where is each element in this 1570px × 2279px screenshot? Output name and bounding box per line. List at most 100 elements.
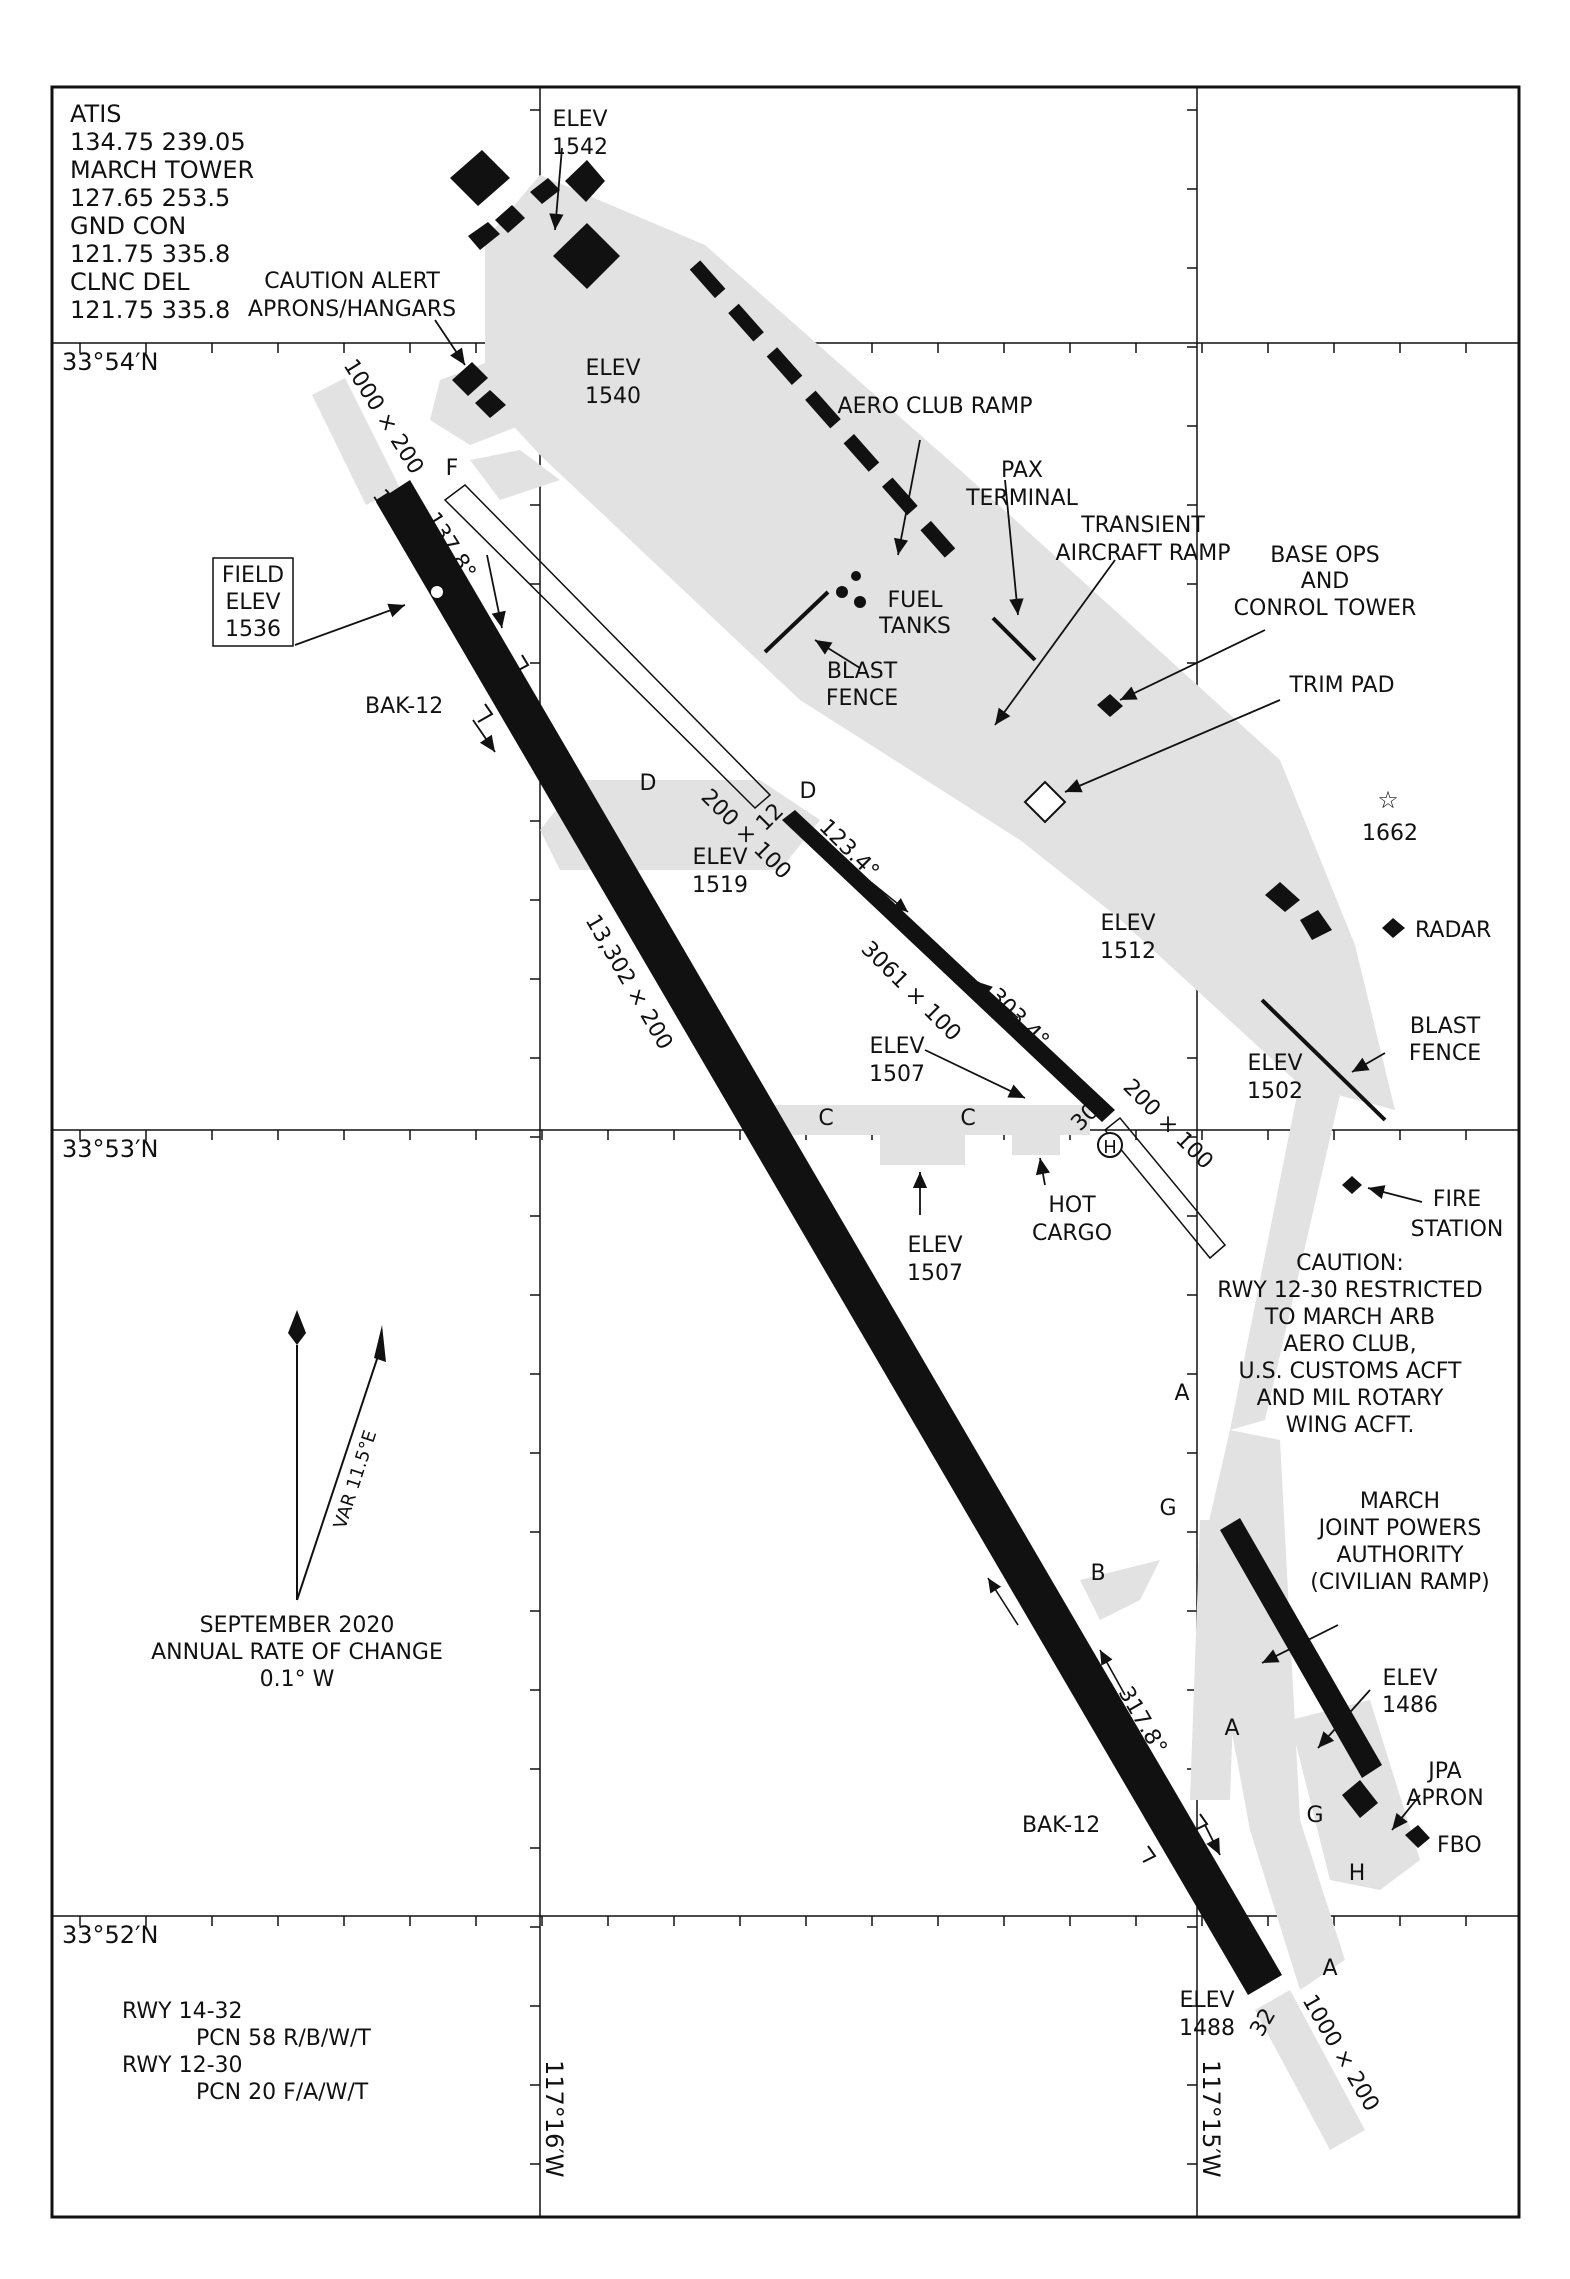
jpa-apron-bldg <box>1342 1780 1378 1818</box>
helipad-label: H <box>1103 1137 1117 1158</box>
elev-1512-l2: 1512 <box>1100 939 1156 964</box>
fuel-tank-2 <box>854 596 866 608</box>
blast-fence-2 <box>1260 998 1387 1122</box>
bak12-nw-label: BAK-12 <box>365 694 443 719</box>
overrun-nw <box>312 378 400 505</box>
runway-14-32 <box>376 480 1282 1995</box>
clnc-freq: 121.75 335.8 <box>70 296 230 324</box>
taxiway-A-1: A <box>1174 1381 1189 1406</box>
blast-fence-2-l2: FENCE <box>1409 1041 1481 1066</box>
pax-terminal-line <box>991 616 1037 662</box>
clnc-label: CLNC DEL <box>70 268 190 296</box>
atis-freq: 134.75 239.05 <box>70 128 246 156</box>
caution-l2: RWY 12-30 RESTRICTED <box>1217 1278 1483 1303</box>
hangar-1 <box>450 150 510 206</box>
leader-arrows <box>294 147 1423 1856</box>
taxiway-b-pavement <box>1080 1560 1160 1620</box>
field-elev-l2: ELEV <box>225 590 280 615</box>
elev-1540-l1: ELEV <box>585 356 640 381</box>
rwy12-overruns <box>443 484 1227 1260</box>
caution-l6: AND MIL ROTARY <box>1257 1386 1444 1411</box>
jpa-civilian-ramp <box>1220 1518 1382 1778</box>
transient-ramp-l1: TRANSIENT <box>1080 513 1205 538</box>
elev-1502-l2: 1502 <box>1247 1079 1303 1104</box>
lat-54: 33°54′N <box>62 348 158 376</box>
jpa-l2: JOINT POWERS <box>1317 1516 1482 1541</box>
overrun-se <box>1255 1990 1365 2150</box>
fire-station-icon <box>1342 1176 1362 1194</box>
radar-icon <box>1382 918 1405 938</box>
base-ops-l3: CONROL TOWER <box>1234 596 1417 621</box>
helipad <box>1097 1132 1123 1158</box>
taxiway-G-2: G <box>1306 1803 1323 1828</box>
hangar-2 <box>565 160 605 202</box>
gnd-label: GND CON <box>70 212 186 240</box>
transient-ramp-l2: AIRCRAFT RAMP <box>1056 541 1231 566</box>
taxiway-A-2: A <box>1224 1716 1239 1741</box>
blast-fence-1-l2: FENCE <box>826 686 898 711</box>
bak12-nw-marker <box>514 654 530 673</box>
blast-fence-2-l1: BLAST <box>1410 1014 1481 1039</box>
elev-1519-l2: 1519 <box>692 873 748 898</box>
longitude-labels: 117°16′W 117°15′W <box>540 2060 1225 2178</box>
pcn-l1: RWY 14-32 <box>122 1999 243 2024</box>
elev-1519-l1: ELEV <box>692 845 747 870</box>
bldg-e1 <box>1265 882 1300 912</box>
hangar-4 <box>530 178 560 204</box>
field-elev-text: FIELD ELEV 1536 <box>222 563 284 642</box>
north-arrow: VAR 11.5°E <box>288 1310 386 1601</box>
taxiway-g-pavement <box>1190 1520 1240 1800</box>
elev-1488-l2: 1488 <box>1179 2016 1235 2041</box>
field-elev-l3: 1536 <box>225 617 281 642</box>
fuel-tank-3 <box>851 571 861 581</box>
hot-cargo-pad <box>1012 1130 1060 1155</box>
hot-cargo-l2: CARGO <box>1032 1221 1112 1246</box>
trim-pad-label: TRIM PAD <box>1288 673 1394 698</box>
trim-pad <box>1023 780 1067 824</box>
map-labels: ELEV 1542 CAUTION ALERT APRONS/HANGARS E… <box>151 107 1503 2041</box>
nw-apron <box>430 335 560 445</box>
true-north-icon <box>288 1310 306 1345</box>
lat-52: 33°52′N <box>62 1921 158 1949</box>
taxiway-B: B <box>1090 1561 1105 1586</box>
jpa-apron-l1: JPA <box>1426 1759 1461 1784</box>
blast-fence-1-l1: BLAST <box>827 659 898 684</box>
fuel-tanks-l2: TANKS <box>878 614 951 639</box>
tower-freq: 127.65 253.5 <box>70 184 230 212</box>
obstacle-star-icon: ☆ <box>1377 786 1399 814</box>
main-apron <box>485 175 1395 1110</box>
pcn-l4: PCN 20 F/A/W/T <box>196 2080 369 2105</box>
taxiway-H: H <box>1349 1861 1366 1886</box>
fire-station-l1: FIRE <box>1433 1187 1481 1212</box>
elev-1488-l1: ELEV <box>1179 1988 1234 2013</box>
field-elev-box <box>212 557 294 647</box>
field-elev-l1: FIELD <box>222 563 284 588</box>
comm-frequencies: ATIS 134.75 239.05 MARCH TOWER 127.65 25… <box>70 100 254 324</box>
pcn-l3: RWY 12-30 <box>122 2053 243 2078</box>
taxiway-C-1: C <box>818 1106 833 1131</box>
taxiway-c-pavement <box>750 1105 1090 1135</box>
taxiway-a-north <box>1230 1080 1340 1430</box>
taxiway-G-1: G <box>1159 1496 1176 1521</box>
fbo-icon <box>1405 1825 1430 1848</box>
pcn-l2: PCN 58 R/B/W/T <box>196 2026 371 2051</box>
bak12-nw-marker-2 <box>477 703 494 723</box>
rate-l3: 0.1° W <box>260 1667 335 1692</box>
hangar-5 <box>495 205 525 233</box>
lon-15: 117°15′W <box>1197 2060 1225 2178</box>
base-ops-bldg <box>1097 694 1123 717</box>
base-ops-l1: BASE OPS <box>1270 543 1380 568</box>
taxiway-f-pavement <box>470 450 560 500</box>
taxiway-A-3: A <box>1322 1956 1337 1981</box>
taxiway-C-2: C <box>960 1106 975 1131</box>
blast-fence-1 <box>763 590 830 654</box>
bak12-se-marker <box>1142 1845 1157 1863</box>
jpa-l4: (CIVILIAN RAMP) <box>1310 1570 1490 1595</box>
pax-terminal-l2: TERMINAL <box>965 486 1079 511</box>
taxiway-F: F <box>446 456 459 481</box>
taxiway-D-2: D <box>800 779 817 804</box>
diagram-frame <box>50 85 1521 2219</box>
caution-l5: U.S. CUSTOMS ACFT <box>1239 1359 1462 1384</box>
hot-cargo-l1: HOT <box>1048 1193 1096 1218</box>
aero-club-ramp: AERO CLUB RAMP <box>838 394 1033 419</box>
